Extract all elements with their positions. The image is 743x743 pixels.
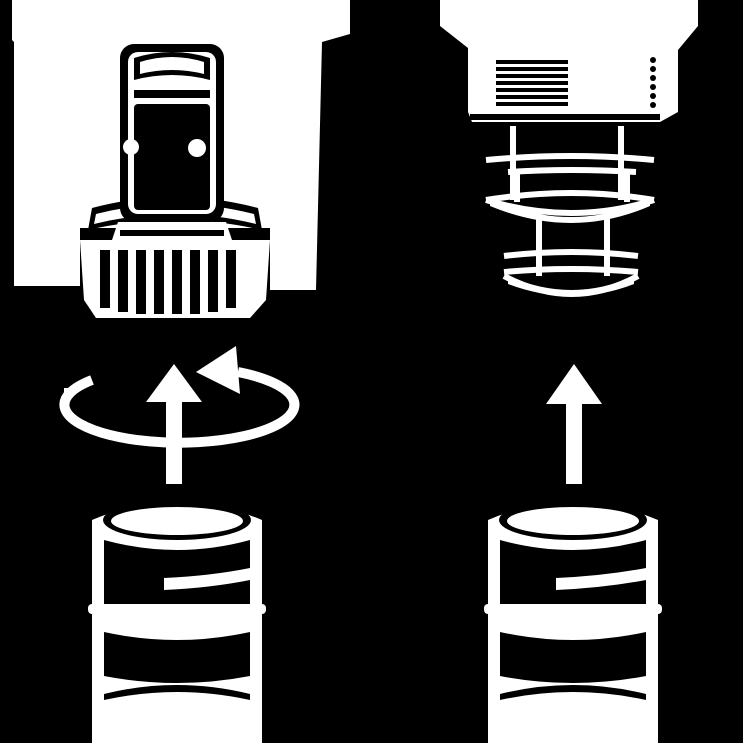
cartridge-holder-icon [12, 0, 350, 320]
up-arrow-icon [546, 364, 602, 484]
pen-body-icon [88, 500, 266, 743]
rotate-arrow-icon [59, 346, 300, 448]
threaded-cap-icon [440, 0, 698, 297]
up-arrow-icon [146, 364, 202, 484]
right-panel [440, 0, 698, 743]
pen-body-icon [484, 500, 662, 743]
left-panel [12, 0, 350, 743]
